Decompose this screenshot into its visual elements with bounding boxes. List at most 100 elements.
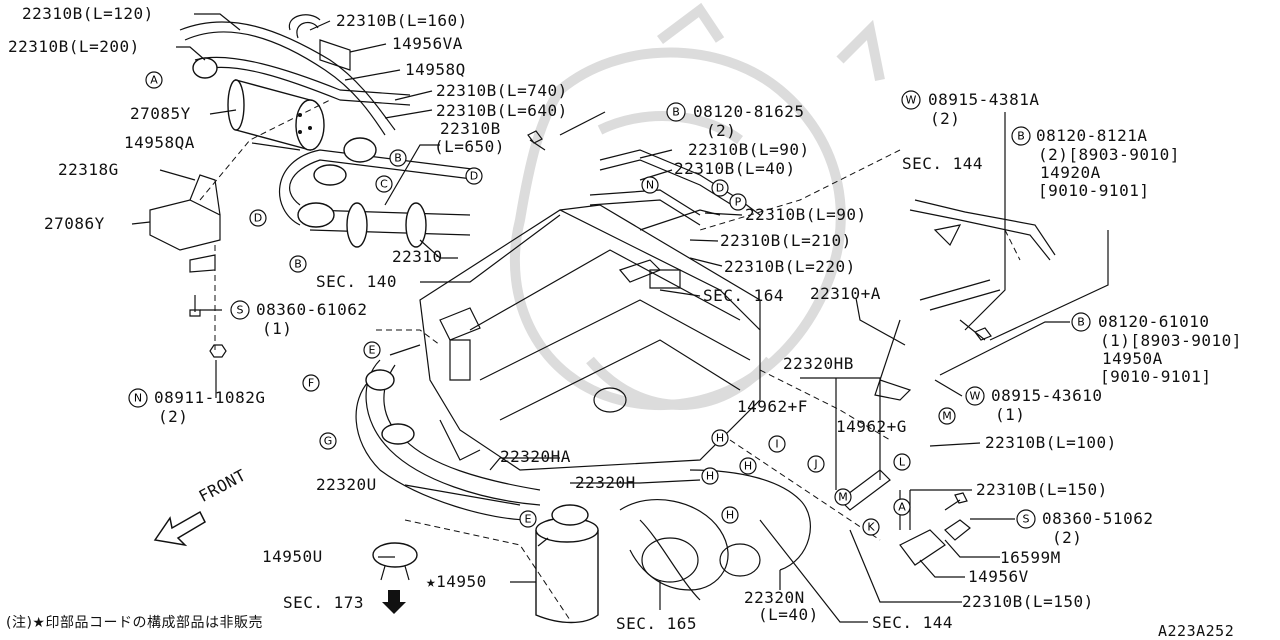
section-label: SEC. 144 (902, 154, 984, 173)
part-label: 22310B(L=210) (720, 231, 852, 250)
svg-text:H: H (744, 460, 752, 473)
quantity-label: (2) (930, 109, 961, 128)
part-label: 22310B(L=90) (745, 205, 867, 224)
section-label: SEC. 144 (872, 613, 954, 632)
callout-S: S (1016, 509, 1036, 529)
part-label: 22310+A (810, 284, 881, 303)
part-label: 22310B(L=220) (724, 257, 856, 276)
quantity-label: (1) (995, 405, 1026, 424)
svg-text:S: S (237, 304, 244, 317)
section-label: SEC. 165 (616, 614, 698, 633)
part-label: 22310B(L=740) (436, 81, 568, 100)
engine-block (419, 204, 761, 471)
callout-B: B (289, 255, 307, 273)
part-label: 22310B (440, 119, 501, 138)
callout-G: G (319, 432, 337, 450)
callout-H: H (721, 506, 739, 524)
section-label: SEC. 164 (703, 286, 785, 305)
part-label: 22320N (744, 588, 805, 607)
callout-H: H (739, 457, 757, 475)
part-label: 22310B(L=40) (674, 159, 796, 178)
svg-text:W: W (906, 94, 917, 107)
watermark (509, 2, 885, 411)
hoses-right (589, 149, 1056, 566)
svg-text:P: P (735, 196, 742, 209)
svg-text:H: H (716, 432, 724, 445)
callout-N: N (641, 176, 659, 194)
callout-M: M (834, 488, 852, 506)
callout-C: C (375, 175, 393, 193)
diagram-code: A223A252 (1158, 622, 1235, 640)
svg-text:K: K (867, 521, 875, 534)
callout-B: B (389, 149, 407, 167)
part-label: 27086Y (44, 214, 105, 233)
part-label: 14920A (1040, 163, 1101, 182)
quantity-label: (2)[8903-9010] (1038, 145, 1180, 164)
svg-text:B: B (1077, 316, 1085, 329)
part-label: 22310B(L=200) (8, 37, 140, 56)
callout-A: A (893, 498, 911, 516)
part-label: 14956V (968, 567, 1029, 586)
part-label: 22310B(L=160) (336, 11, 468, 30)
canister (227, 79, 325, 151)
part-label: 22310 (392, 247, 443, 266)
part-label: ★14950 (426, 572, 487, 591)
fasteners (189, 130, 992, 511)
part-label: 27085Y (130, 104, 191, 123)
bracket-27086Y (149, 174, 221, 273)
callout-W: W (965, 386, 985, 406)
svg-text:L: L (899, 456, 906, 469)
part-label: 22310B(L=120) (22, 4, 154, 23)
front-arrow (153, 510, 206, 547)
part-label: 22318G (58, 160, 119, 179)
part-label: 22310B(L=90) (688, 140, 810, 159)
svg-text:W: W (970, 390, 981, 403)
date-range-label: [9010-9101] (1038, 181, 1150, 200)
part-label: 08360-61062 (256, 300, 368, 319)
part-label: 08915-43610 (991, 386, 1103, 405)
part-label: 14962+G (836, 417, 907, 436)
part-label: 08911-1082G (154, 388, 266, 407)
section-label: SEC. 173 (283, 593, 365, 612)
svg-text:I: I (775, 438, 778, 451)
callout-F: F (302, 374, 320, 392)
callout-K: K (862, 518, 880, 536)
callout-L: L (893, 453, 911, 471)
part-label: 14962+F (737, 397, 808, 416)
quantity-label: (L=40) (758, 605, 819, 624)
part-label: 08120-8121A (1036, 126, 1148, 145)
svg-text:H: H (726, 509, 734, 522)
callout-D: D (249, 209, 267, 227)
part-label: 22310B(L=640) (436, 101, 568, 120)
svg-text:B: B (394, 152, 402, 165)
footnote: (注)★印部品コードの構成部品は非販売 (6, 615, 263, 631)
callout-N: N (128, 388, 148, 408)
callout-I: I (768, 435, 786, 453)
svg-text:B: B (672, 106, 680, 119)
svg-text:D: D (254, 212, 262, 225)
part-label: 22310B(L=150) (962, 592, 1094, 611)
callout-H: H (711, 429, 729, 447)
quantity-label: (1) (262, 319, 293, 338)
part-label: 22310B(L=100) (985, 433, 1117, 452)
dashed-lines (199, 99, 1021, 621)
intake-duct (619, 469, 811, 601)
callout-B: B (666, 102, 686, 122)
svg-text:D: D (716, 182, 724, 195)
callout-H: H (701, 467, 719, 485)
callout-P: P (729, 193, 747, 211)
svg-text:M: M (942, 410, 952, 423)
part-label: 08120-81625 (693, 102, 805, 121)
part-label: 14956VA (392, 34, 463, 53)
svg-text:G: G (324, 435, 333, 448)
svg-text:M: M (838, 491, 848, 504)
callout-B: B (1011, 126, 1031, 146)
part-label: 22320H (575, 473, 636, 492)
svg-text:B: B (1017, 130, 1025, 143)
quantity-label: (2) (1052, 528, 1083, 547)
svg-text:E: E (525, 513, 532, 526)
part-label: 16599M (1000, 548, 1061, 567)
part-label: (L=650) (434, 137, 505, 156)
reservoir-14950 (535, 504, 599, 624)
part-label: 08915-4381A (928, 90, 1040, 109)
